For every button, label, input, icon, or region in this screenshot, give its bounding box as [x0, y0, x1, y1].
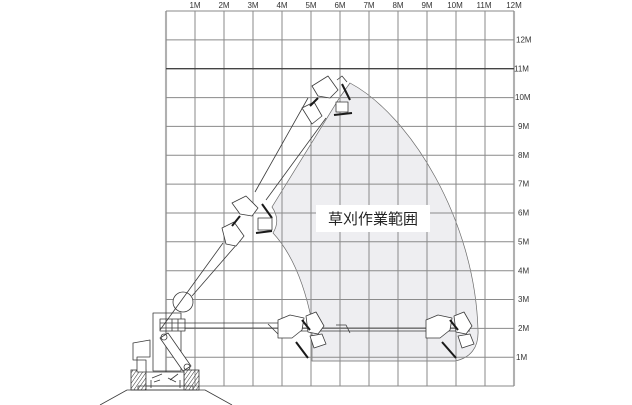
y-tick-label: 6M [518, 209, 529, 218]
grid-horizontal-lines [166, 10, 514, 387]
undercarriage [145, 371, 185, 387]
y-tick-label: 12M [516, 36, 532, 45]
work-area-label: 草刈作業範囲 [328, 210, 418, 228]
y-tick-label: 9M [518, 122, 529, 131]
x-tick-label: 9M [421, 1, 432, 10]
y-tick-label: 11M [514, 64, 529, 73]
mower-head-mid [221, 97, 327, 247]
mower-head-ground-right [425, 311, 475, 359]
y-tick-label: 10M [515, 93, 531, 102]
x-axis-labels: 1M 2M 3M 4M 5M 6M 7M 8M 9M 10M 11M 12M [189, 1, 522, 10]
y-tick-label: 3M [518, 295, 529, 304]
x-tick-label: 12M [506, 1, 522, 10]
x-tick-label: 10M [447, 1, 463, 10]
ground-outline [99, 389, 233, 405]
x-tick-label: 5M [305, 1, 316, 10]
y-tick-label: 2M [518, 324, 529, 333]
cab-body [132, 339, 151, 373]
y-tick-label: 4M [518, 266, 529, 275]
mower-head-ground-left [267, 311, 327, 359]
boom-pivot [172, 291, 194, 313]
x-tick-label: 7M [363, 1, 374, 10]
y-tick-label: 7M [518, 180, 529, 189]
work-area-label-box: 草刈作業範囲 [316, 205, 430, 232]
x-tick-label: 8M [392, 1, 403, 10]
x-tick-label: 1M [189, 1, 200, 10]
y-tick-label: 5M [518, 237, 529, 246]
left-track-icon [130, 369, 147, 391]
y-tick-label: 1M [516, 353, 527, 362]
x-tick-label: 4M [276, 1, 287, 10]
x-tick-label: 3M [247, 1, 258, 10]
mower-head-top [301, 75, 353, 125]
x-tick-label: 2M [218, 1, 229, 10]
right-track-icon [183, 369, 200, 391]
y-tick-label: 8M [518, 151, 529, 160]
x-tick-label: 6M [334, 1, 345, 10]
lower-boom [159, 242, 224, 331]
mast [152, 312, 182, 372]
lift-arm [159, 332, 192, 372]
machine-illustration [99, 75, 475, 405]
x-tick-label: 11M [477, 1, 492, 10]
y-axis-labels: 12M 11M 10M 9M 8M 7M 6M 5M 4M 3M 2M 1M [514, 36, 532, 362]
